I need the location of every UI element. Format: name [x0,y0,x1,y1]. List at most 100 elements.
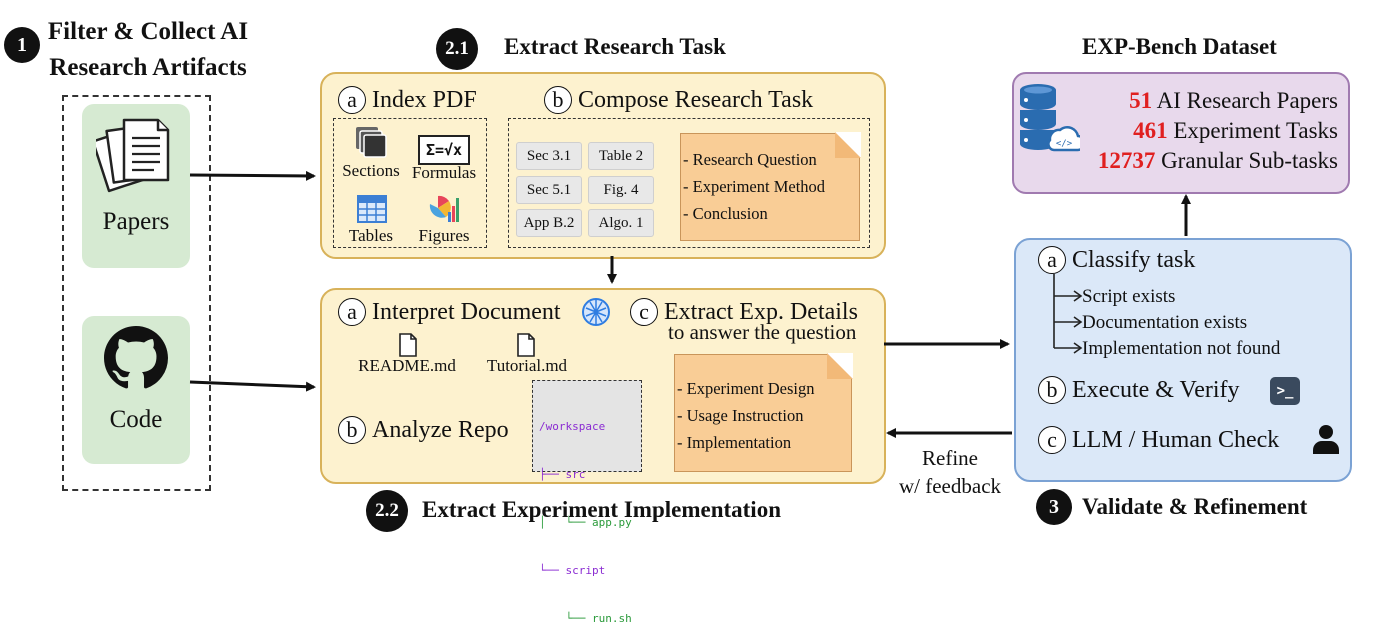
dataset-title: EXP-Bench Dataset [1082,34,1277,59]
section1-title-line2: Research Artifacts [49,54,247,81]
reference-chip: Fig. 4 [588,176,654,204]
research-task-note: - Research Question - Experiment Method … [680,132,861,241]
person-icon [1313,425,1339,454]
index-item-label: Tables [348,226,394,245]
tree-line: └── script [539,564,606,577]
reference-chip: Table 2 [588,142,654,170]
file-name: Tutorial.md [486,356,568,375]
step-letter: c [1038,426,1066,454]
file-icon [517,333,535,357]
artifacts-box [62,95,211,491]
papers-label: Papers [102,208,170,235]
stat-value: 12737 [1097,148,1156,173]
svg-text:</>: </> [1056,139,1073,149]
step-label: Index PDF [372,86,477,113]
step-2-1-badge: 2.1 [436,28,478,70]
llm-icon [582,298,610,326]
section1-title-line1: Filter & Collect AI [47,18,249,45]
section22-title: Extract Experiment Implementation [422,497,781,522]
stat-value: 51 [1129,88,1153,113]
flow-arrows [189,170,1191,438]
papers-icon [96,118,170,193]
classify-tree-lines [1053,274,1083,354]
step-label: Classify task [1072,246,1196,273]
note-line: - Experiment Design [677,379,815,398]
tree-line: /workspace [539,420,606,433]
note-lines: - Experiment Design - Usage Instruction … [677,375,814,456]
index-box [333,118,487,248]
section21-title: Extract Research Task [504,34,726,59]
step-analyze-repo: b Analyze Repo [338,416,509,444]
step-classify-task: a Classify task [1038,246,1195,274]
note-line: - Usage Instruction [677,406,804,425]
table-icon [357,195,387,223]
tree-line: └── run.sh [539,612,632,625]
step-2-2-badge: 2.2 [366,490,408,532]
stat-row: 12737 Granular Sub-tasks [1080,146,1338,176]
index-item-label: Formulas [411,163,477,182]
step-extract-details: c Extract Exp. Details [630,298,858,326]
index-item-label: Figures [418,226,470,245]
papers-card: Papers [82,104,190,268]
step-label: Extract Exp. Details [664,298,858,325]
step-letter: b [1038,376,1066,404]
note-line: - Conclusion [683,204,768,223]
note-lines: - Research Question - Experiment Method … [683,146,825,227]
refine-line: w/ feedback [898,474,1002,498]
step-index-pdf: a Index PDF [338,86,477,114]
sections-icon [356,127,387,158]
step-letter: b [544,86,572,114]
section1-title: Filter & Collect AI Research Artifacts [44,14,252,86]
dataset-stats: 51 AI Research Papers 461 Experiment Tas… [1080,86,1338,176]
compose-box [508,118,870,248]
step-letter: a [338,86,366,114]
stat-label: Experiment Tasks [1173,118,1338,143]
stat-row: 51 AI Research Papers [1080,86,1338,116]
note-line: - Implementation [677,433,792,452]
code-card: Code [82,316,190,464]
code-label: Code [109,406,163,433]
step-human-check: c LLM / Human Check [1038,426,1279,454]
step-3-badge: 3 [1036,489,1072,525]
file-name: README.md [358,356,456,375]
reference-chip: Sec 3.1 [516,142,582,170]
step-label: LLM / Human Check [1072,426,1280,453]
figure-icon [429,195,459,222]
step-label: Analyze Repo [372,416,509,443]
terminal-icon: >_ [1270,377,1300,405]
tree-line: │ └── app.py [539,516,632,529]
step-1-badge: 1 [4,27,40,63]
step-letter: a [338,298,366,326]
class-list: Script exists Documentation exists Imple… [1082,284,1280,362]
step-label: Execute & Verify [1072,376,1240,403]
step-compose-task: b Compose Research Task [544,86,813,114]
tree-line: ├── src [539,468,586,481]
reference-chip: Sec 5.1 [516,176,582,204]
class-item: Script exists [1082,286,1176,307]
stat-row: 461 Experiment Tasks [1080,116,1338,146]
step-letter: b [338,416,366,444]
stat-label: AI Research Papers [1156,88,1338,113]
note-fold [835,132,861,158]
note-line: - Research Question [683,150,817,169]
reference-chip: App B.2 [516,209,582,237]
step-extract-subtitle: to answer the question [668,320,857,344]
step-execute-verify: b Execute & Verify [1038,376,1240,404]
github-icon [104,326,168,389]
reference-chip: Algo. 1 [588,209,654,237]
refine-label: Refine w/ feedback [886,444,1014,500]
file-icon [399,333,417,357]
implementation-note: - Experiment Design - Usage Instruction … [674,353,853,472]
note-fold [827,353,853,379]
section3-title: Validate & Refinement [1082,494,1308,519]
validate-panel [1014,238,1352,482]
step-letter: a [1038,246,1066,274]
class-item: Implementation not found [1082,338,1281,359]
formula-icon: Σ=√x [418,135,470,165]
class-item: Documentation exists [1082,312,1248,333]
papers-to-index-arrow [189,170,316,181]
stat-value: 461 [1133,118,1168,143]
stat-label: Granular Sub-tasks [1161,148,1338,173]
refine-line: Refine [922,446,978,470]
note-line: - Experiment Method [683,177,826,196]
